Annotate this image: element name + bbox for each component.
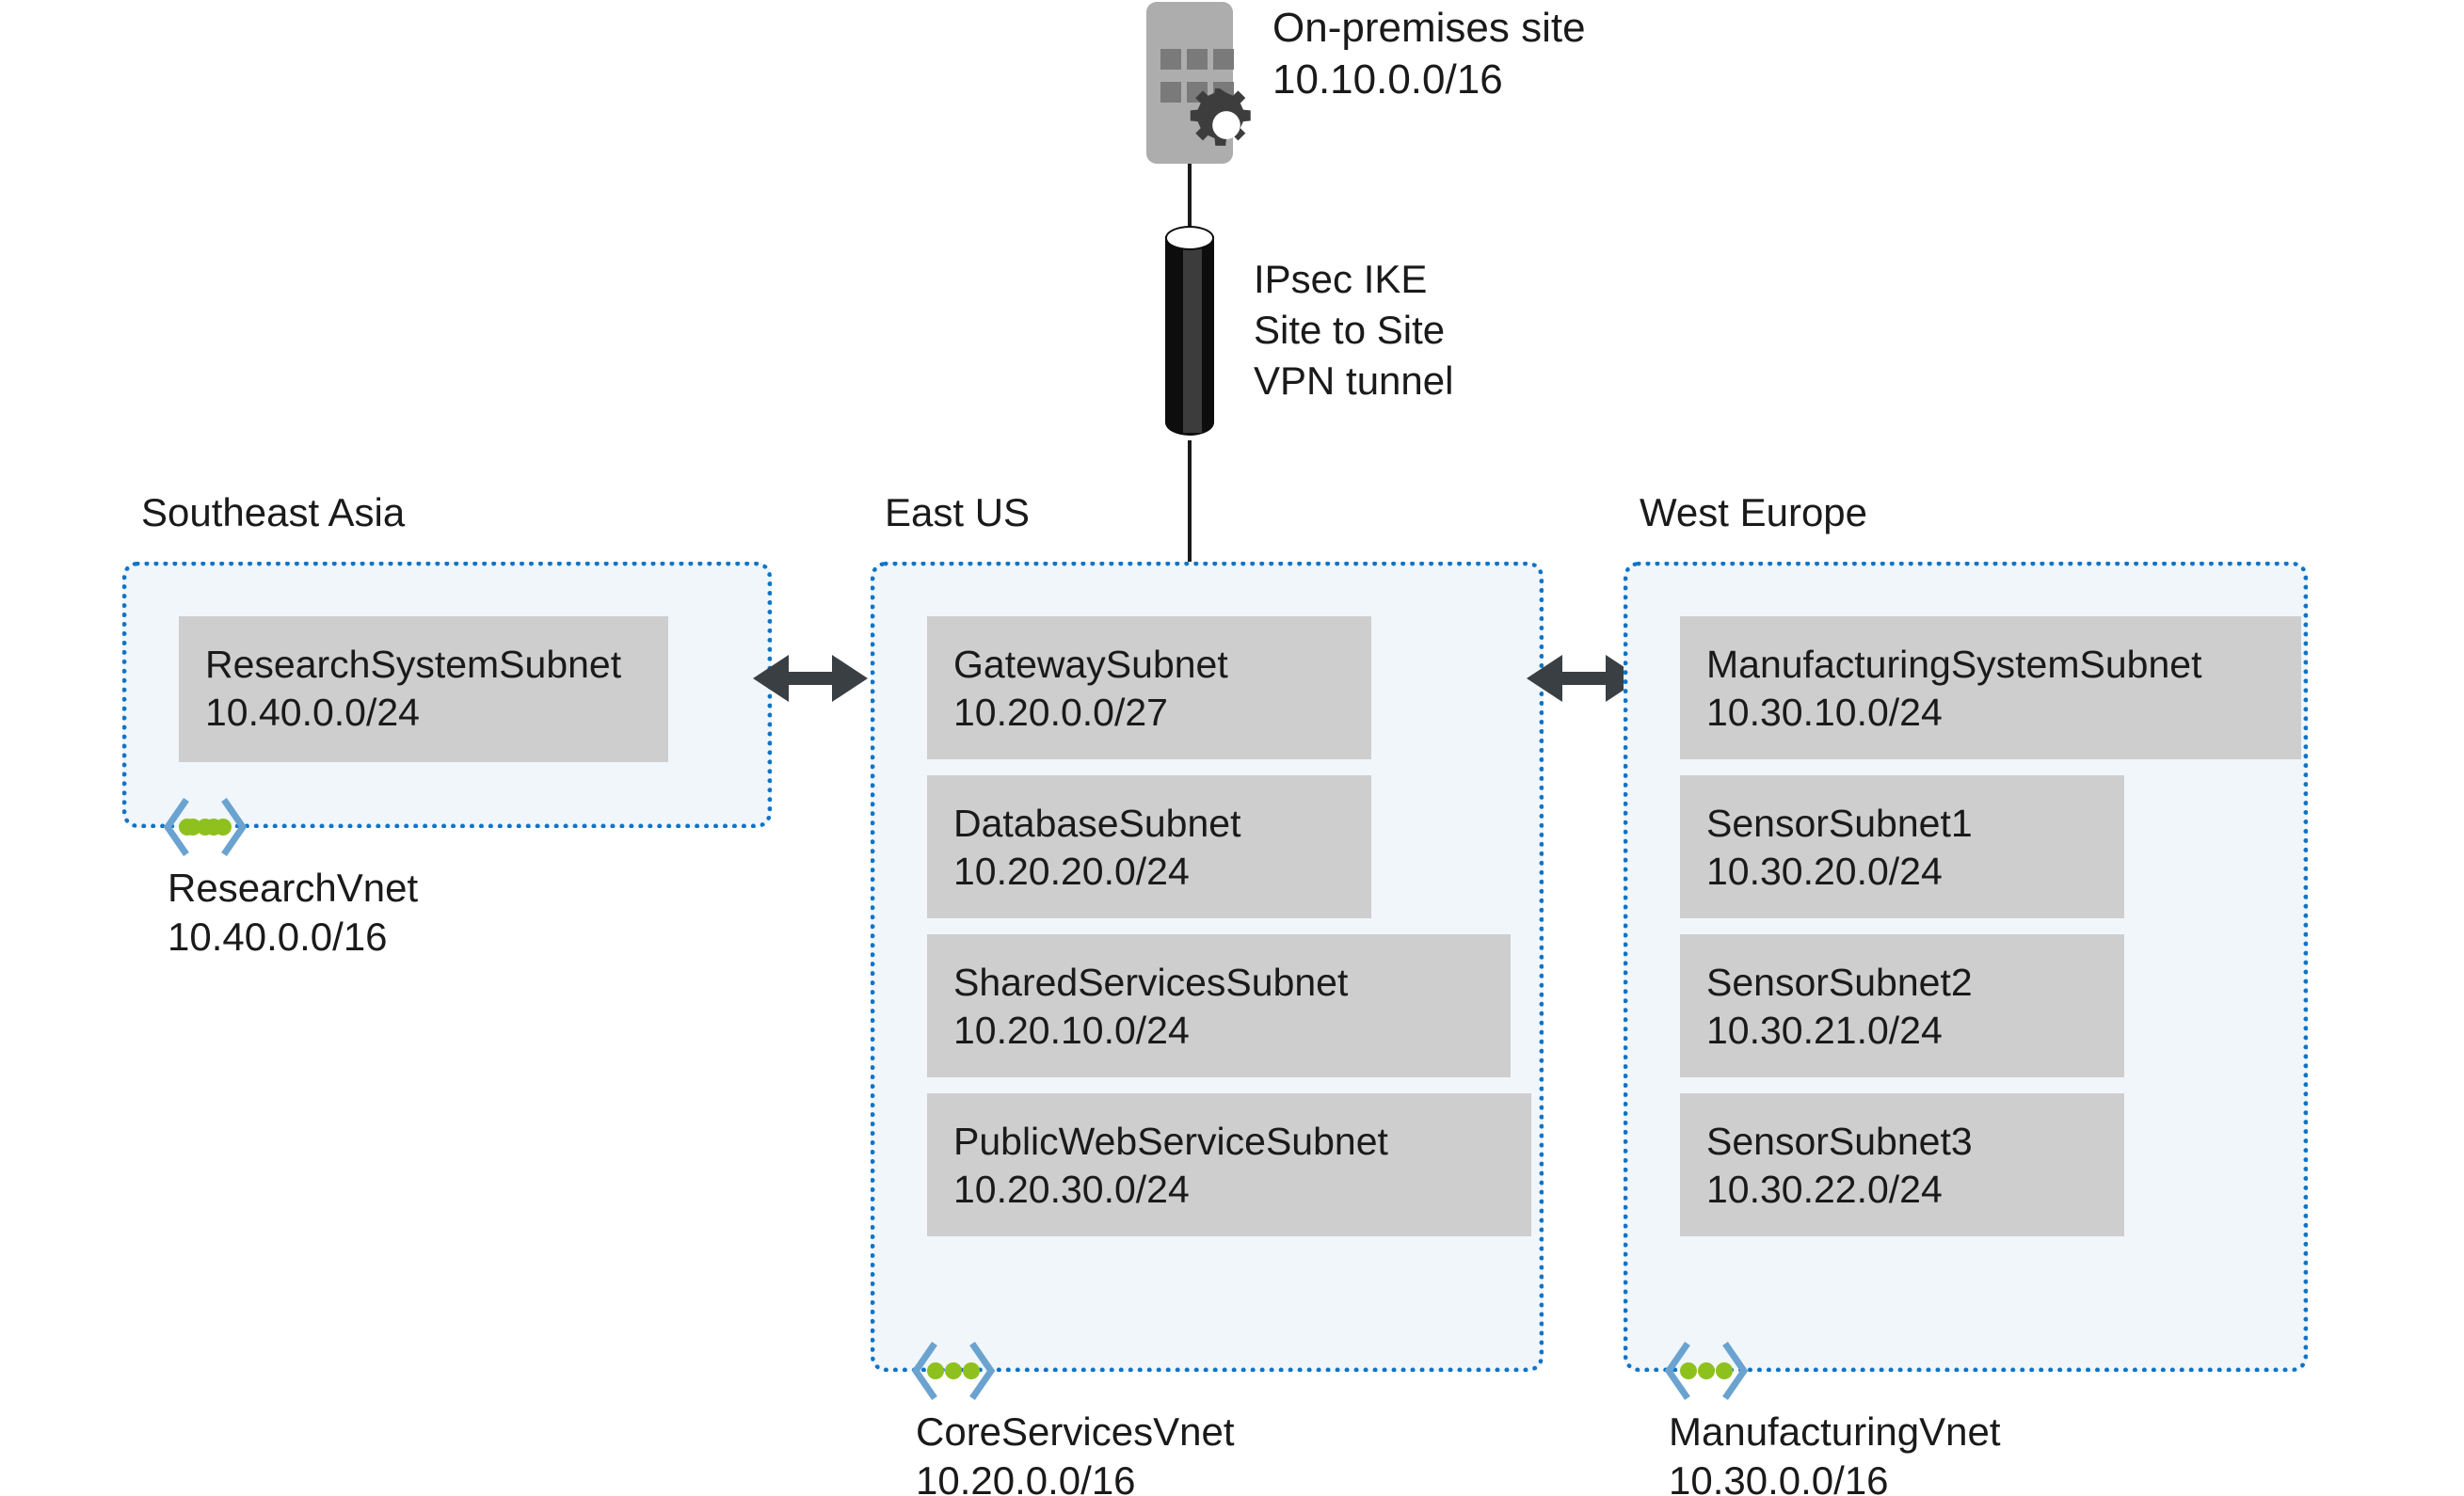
virtual-network-icon [911,1342,996,1400]
subnet-name: PublicWebServiceSubnet [953,1120,1388,1163]
subnet-tile[interactable]: DatabaseSubnet 10.20.20.0/24 [927,775,1371,918]
building-window [1160,82,1181,103]
subnet-name: GatewaySubnet [953,643,1228,686]
subnet-name: SharedServicesSubnet [953,961,1349,1004]
vnet-caption-research: ResearchVnet 10.40.0.0/16 [168,864,418,962]
on-premises-cidr: 10.10.0.0/16 [1272,56,1503,103]
subnet-name: DatabaseSubnet [953,802,1241,845]
subnet-name: SensorSubnet2 [1706,961,1973,1004]
subnet-cidr: 10.20.30.0/24 [953,1168,1190,1211]
tunnel-label-line2: Site to Site [1254,308,1446,352]
subnet-tile[interactable]: PublicWebServiceSubnet 10.20.30.0/24 [927,1093,1531,1236]
on-premises-name: On-premises site [1272,5,1586,51]
subnet-tile[interactable]: SensorSubnet1 10.30.20.0/24 [1680,775,2124,918]
subnet-tile[interactable]: ManufacturingSystemSubnet 10.30.10.0/24 [1680,616,2301,759]
tunnel-opening [1165,226,1214,250]
subnet-cidr: 10.20.0.0/27 [953,691,1168,734]
vnet-name: CoreServicesVnet [916,1409,1235,1454]
vpn-tunnel-label: IPsec IKE Site to Site VPN tunnel [1254,254,1630,406]
subnet-tile[interactable]: GatewaySubnet 10.20.0.0/27 [927,616,1371,759]
subnet-cidr: 10.30.20.0/24 [1706,850,1943,893]
subnet-cidr: 10.30.21.0/24 [1706,1009,1943,1052]
virtual-network-icon [1664,1342,1749,1400]
vnet-container-manufacturing[interactable]: ManufacturingSystemSubnet 10.30.10.0/24 … [1624,562,2308,1372]
subnet-cidr: 10.20.10.0/24 [953,1009,1190,1052]
subnet-tile[interactable]: SharedServicesSubnet 10.20.10.0/24 [927,934,1511,1077]
virtual-network-icon-dots [179,819,232,836]
vpn-tunnel-cylinder-icon [1165,226,1214,444]
tunnel-label-line3: VPN tunnel [1254,358,1454,403]
subnet-cidr: 10.30.22.0/24 [1706,1168,1943,1211]
vnet-cidr: 10.30.0.0/16 [1669,1458,1889,1496]
tunnel-label-line1: IPsec IKE [1254,257,1428,301]
vnet-caption-manufacturing: ManufacturingVnet 10.30.0.0/16 [1669,1408,2001,1496]
subnet-cidr: 10.30.10.0/24 [1706,691,1943,734]
subnet-tile[interactable]: ResearchSystemSubnet 10.40.0.0/24 [179,616,668,762]
subnet-cidr: 10.40.0.0/24 [205,691,420,734]
subnet-tile[interactable]: SensorSubnet3 10.30.22.0/24 [1680,1093,2124,1236]
on-premises-server-building-gear-icon [1146,2,1251,164]
region-label-southeast-asia: Southeast Asia [141,490,406,534]
building-window [1213,49,1234,70]
region-label-east-us: East US [885,490,1031,534]
on-premises-label: On-premises site 10.10.0.0/16 [1272,2,1800,105]
subnet-name: ManufacturingSystemSubnet [1706,643,2202,686]
vnet-container-research[interactable]: ResearchSystemSubnet 10.40.0.0/24 [122,562,772,828]
peering-bidirectional-arrow-icon [1527,655,1641,702]
gear-icon [1190,88,1251,146]
vnet-cidr: 10.40.0.0/16 [168,915,388,959]
vnet-container-core-services[interactable]: GatewaySubnet 10.20.0.0/27 DatabaseSubne… [871,562,1544,1372]
subnet-name: SensorSubnet3 [1706,1120,1973,1163]
vnet-name: ManufacturingVnet [1669,1409,2001,1454]
subnet-name: SensorSubnet1 [1706,802,1973,845]
peering-bidirectional-arrow-icon [753,655,868,702]
vnet-cidr: 10.20.0.0/16 [916,1458,1136,1496]
building-window [1160,49,1181,70]
connection-line-bottom [1188,440,1192,563]
region-label-west-europe: West Europe [1640,490,1868,534]
connection-line-top [1188,164,1192,230]
vnet-name: ResearchVnet [168,866,419,910]
subnet-tile[interactable]: SensorSubnet2 10.30.21.0/24 [1680,934,2124,1077]
building-window [1187,49,1208,70]
subnet-cidr: 10.20.20.0/24 [953,850,1190,893]
vnet-caption-core-services: CoreServicesVnet 10.20.0.0/16 [916,1408,1234,1496]
tunnel-highlight [1183,238,1202,433]
subnet-name: ResearchSystemSubnet [205,643,622,686]
